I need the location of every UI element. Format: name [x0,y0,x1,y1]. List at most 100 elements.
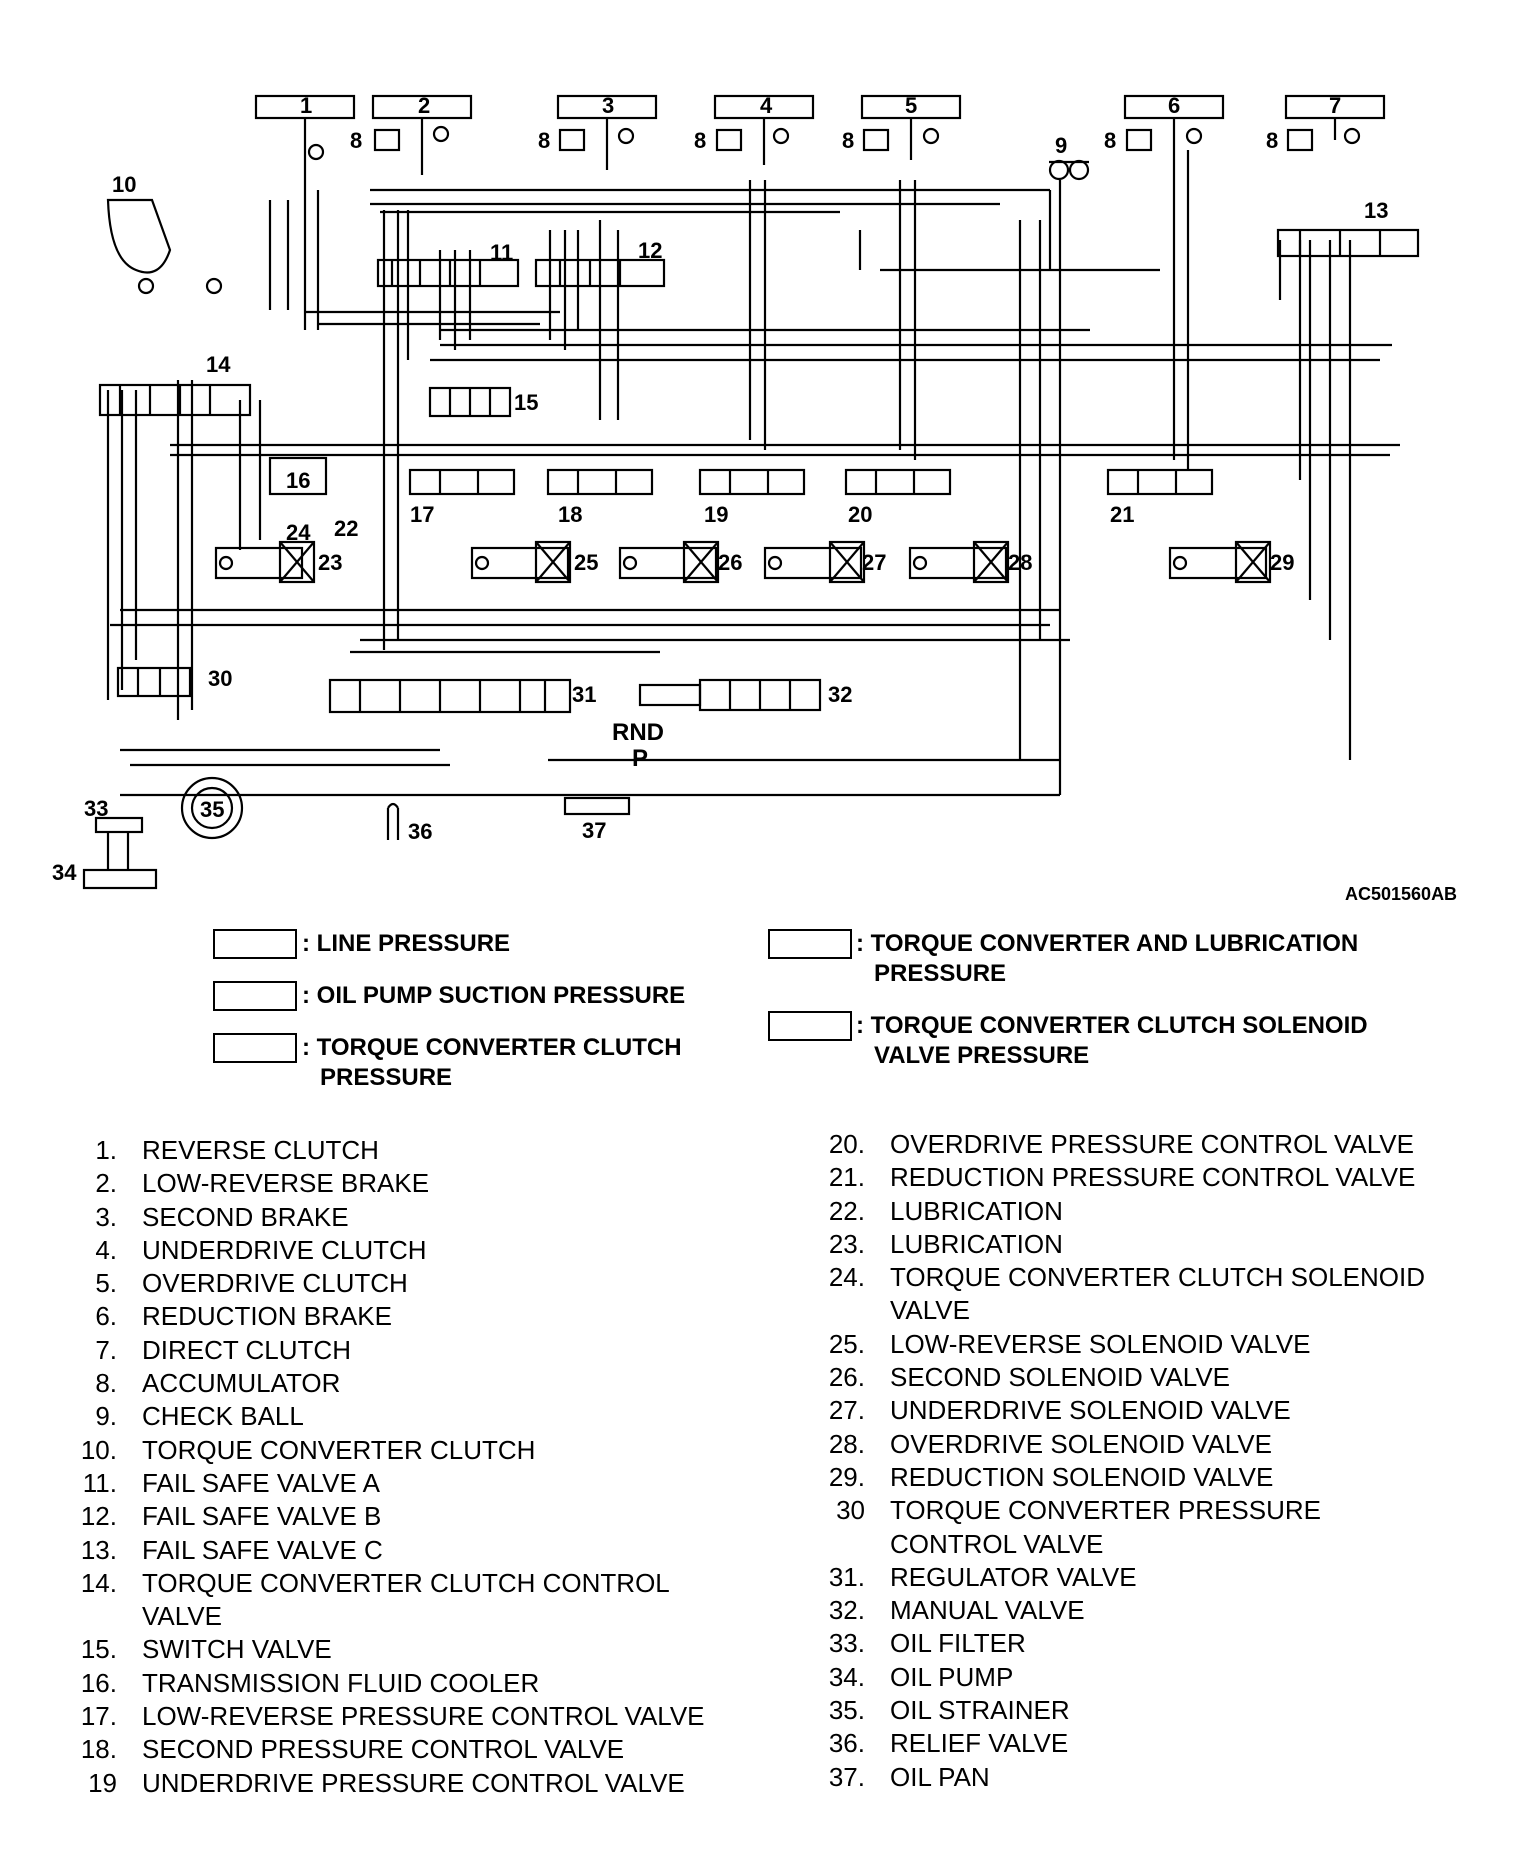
parts-left-item: 16.TRANSMISSION FLUID COOLER [64,1667,705,1700]
part-label: FAIL SAFE VALVE C [142,1534,383,1565]
legend-label-tc-lubrication: : TORQUE CONVERTER AND LUBRICATION [856,930,1359,957]
callout-27: 27 [862,550,886,575]
part-number: 36. [828,1728,865,1759]
callout-23: 23 [318,550,342,575]
callout-31: 31 [572,682,596,707]
callout-1: 1 [300,93,312,118]
parts-right-item: 36.RELIEF VALVE [812,1727,1425,1760]
callout-3: 3 [602,93,614,118]
part-number: 10. [80,1434,117,1465]
callout-36: 36 [408,819,432,844]
part-number: 33. [828,1628,865,1659]
part-label: LOW-REVERSE BRAKE [142,1168,430,1199]
part-number: 35. [828,1695,865,1726]
legend-label-tcc-solenoid: : TORQUE CONVERTER CLUTCH SOLENOID [856,1012,1368,1039]
callout-16: 16 [286,468,310,493]
part-label: OIL STRAINER [890,1695,1070,1726]
callout-25: 25 [574,550,598,575]
callout-28: 28 [1008,550,1032,575]
part-label: TRANSMISSION FLUID COOLER [142,1667,540,1698]
parts-left-item: 17. LOW-REVERSE PRESSURE CONTROL VALVE [64,1700,705,1733]
callout-35: 35 [200,797,224,822]
callout-37: 37 [582,818,606,843]
part-label: UNDERDRIVE SOLENOID VALVE [890,1395,1291,1426]
part-label: DIRECT CLUTCH [142,1334,351,1365]
parts-left-item: 5.OVERDRIVE CLUTCH [64,1267,705,1300]
part-number: 2. [95,1168,117,1199]
part-number: 23. [828,1228,865,1259]
callout-24: 24 [286,520,311,545]
part-label: SWITCH VALVE [142,1634,332,1665]
callout-29: 29 [1270,550,1294,575]
part-label: ACCUMULATOR [142,1368,341,1399]
part-number: 3. [95,1201,117,1232]
part-label: REDUCTION BRAKE [142,1301,392,1332]
parts-right-item: 32.MANUAL VALVE [812,1594,1425,1627]
hydraulic-circuit-diagram: 1234567891011121314151617181920212223242… [52,93,1420,890]
parts-right-item: CONTROL VALVE [812,1528,1425,1561]
part-number [64,1600,117,1633]
part-number: 26. [828,1362,865,1393]
part-label: TORQUE CONVERTER CLUTCH SOLENOID [890,1262,1426,1293]
legend-label-oil-pump-suction: : OIL PUMP SUCTION PRESSURE [302,982,686,1009]
legend-swatch-oil-pump-suction [213,981,297,1011]
callout-20: 20 [848,502,872,527]
callout-34: 34 [52,860,77,885]
callout-8: 8 [350,128,362,153]
parts-left-item: 6.REDUCTION BRAKE [64,1300,705,1333]
callout-21: 21 [1110,502,1134,527]
parts-left-item: 3.SECOND BRAKE [64,1201,705,1234]
figure-code: AC501560AB [1345,884,1458,904]
callout-2: 2 [418,93,430,118]
parts-right-item: 34. OIL PUMP [812,1661,1425,1694]
part-number: 20. [828,1129,865,1159]
part-label: CONTROL VALVE [890,1528,1104,1559]
callout-18: 18 [558,502,582,527]
part-number: 24. [828,1262,865,1293]
part-label: OIL FILTER [890,1628,1026,1659]
part-number: 34. [828,1661,865,1692]
part-label: OIL PAN [890,1761,990,1792]
legend-label-tcc-pressure-line2: PRESSURE [320,1064,453,1091]
legend-swatch-line-pressure [213,929,297,959]
parts-right-item: 28.OVERDRIVE SOLENOID VALVE [812,1428,1425,1461]
part-label: SECOND PRESSURE CONTROL VALVE [142,1734,625,1765]
part-label: UNDERDRIVE PRESSURE CONTROL VALVE [142,1767,685,1798]
part-number: 5. [95,1268,117,1299]
selector-positions-label: RND [612,719,664,746]
legend-swatch-tc-lubrication [768,929,852,959]
legend-swatch-tcc-pressure [213,1033,297,1063]
callout-5: 5 [905,93,917,118]
part-number [812,1528,865,1561]
parts-right-item: 37.OIL PAN [812,1761,1425,1794]
parts-left-item: 2. LOW-REVERSE BRAKE [64,1167,705,1200]
parts-left-item: 4.UNDERDRIVE CLUTCH [64,1234,705,1267]
part-label: OIL PUMP [890,1661,1014,1692]
callout-8-accumulator-6: 8 [1266,128,1278,153]
parts-left-item: 15.SWITCH VALVE [64,1633,705,1666]
part-label: CHECK BALL [142,1401,304,1432]
part-number: 1. [95,1135,117,1165]
callout-19: 19 [704,502,728,527]
callout-8-accumulator-5: 8 [1104,128,1116,153]
parts-right-item: 20.OVERDRIVE PRESSURE CONTROL VALVE [812,1128,1425,1161]
part-label: VALVE [142,1601,222,1632]
part-label: VALVE [890,1295,970,1326]
selector-park-label: P [632,745,648,772]
legend-swatch-tcc-solenoid [768,1011,852,1041]
part-number: 14. [80,1567,117,1598]
part-number: 27. [828,1395,865,1426]
callout-11: 11 [490,240,513,265]
part-number: 17. [80,1701,117,1732]
callout-7: 7 [1329,93,1341,118]
part-number: 22. [828,1195,865,1226]
parts-left-item: 12.FAIL SAFE VALVE B [64,1500,705,1533]
parts-left-item: 18.SECOND PRESSURE CONTROL VALVE [64,1733,705,1766]
callout-32: 32 [828,682,852,707]
callout-30: 30 [208,666,232,691]
part-label: LOW-REVERSE PRESSURE CONTROL VALVE [142,1701,705,1732]
part-number: 9. [95,1401,117,1432]
part-number: 32. [828,1595,865,1626]
